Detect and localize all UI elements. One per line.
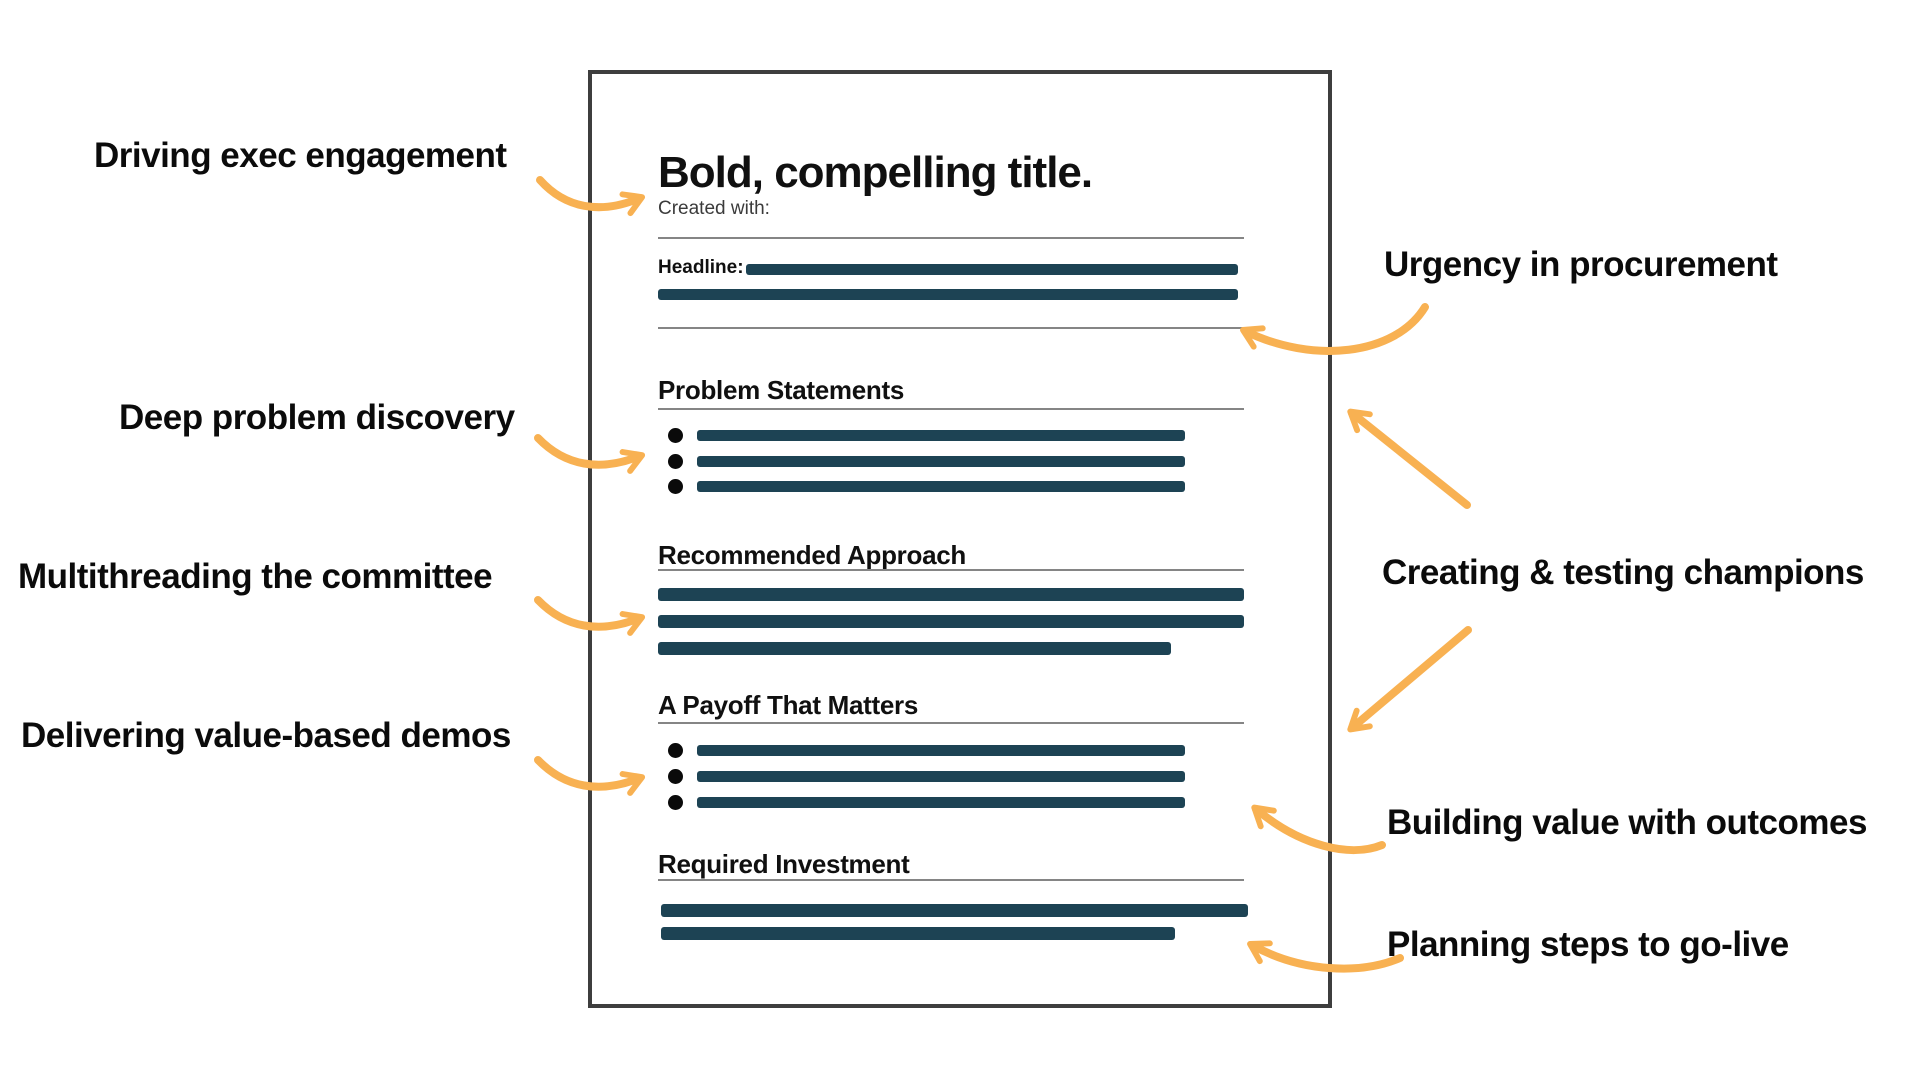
callout-creating-testing-champions: Creating & testing champions	[1382, 553, 1864, 592]
callout-delivering-value-based-demos: Delivering value-based demos	[21, 716, 511, 755]
bullet-dot	[668, 743, 683, 758]
section-title-a-payoff-that-matters: A Payoff That Matters	[658, 690, 918, 720]
divider	[658, 879, 1244, 881]
bullet-dot	[668, 795, 683, 810]
divider	[658, 722, 1244, 724]
section-title-problem-statements: Problem Statements	[658, 375, 905, 405]
callout-driving-exec-engagement: Driving exec engagement	[94, 136, 507, 175]
redacted-text-bar	[658, 642, 1171, 655]
arrow-champions-to-payoff	[1347, 626, 1472, 733]
redacted-text-bar	[658, 588, 1244, 601]
headline-label: Headline:	[658, 257, 744, 278]
redacted-text-bar	[661, 904, 1248, 917]
divider	[658, 569, 1244, 571]
callout-building-value-with-outcomes: Building value with outcomes	[1387, 803, 1867, 842]
document-content: Bold, compelling title. Created with: He…	[592, 74, 1328, 1004]
section-title-recommended-approach: Recommended Approach	[658, 540, 966, 570]
redacted-text-bar	[697, 481, 1185, 492]
document-title: Bold, compelling title.	[658, 148, 1093, 197]
callout-planning-steps-to-go-live: Planning steps to go-live	[1387, 925, 1789, 964]
redacted-text-bar	[746, 264, 1238, 275]
callout-urgency-in-procurement: Urgency in procurement	[1384, 245, 1778, 284]
callout-deep-problem-discovery: Deep problem discovery	[119, 398, 515, 437]
arrow-champions-to-problem-statements	[1347, 408, 1471, 509]
bullet-dot	[668, 454, 683, 469]
bullet-dot	[668, 479, 683, 494]
divider	[658, 408, 1244, 410]
bullet-dot	[668, 769, 683, 784]
redacted-text-bar	[697, 745, 1185, 756]
redacted-text-bar	[658, 615, 1244, 628]
created-with-label: Created with:	[658, 198, 770, 219]
divider	[658, 237, 1244, 239]
bullet-dot	[668, 428, 683, 443]
redacted-text-bar	[661, 927, 1175, 940]
redacted-text-bar	[697, 456, 1185, 467]
callout-multithreading-the-committee: Multithreading the committee	[18, 557, 493, 596]
document-page: Bold, compelling title. Created with: He…	[588, 70, 1332, 1008]
redacted-text-bar	[697, 771, 1185, 782]
divider	[658, 327, 1244, 329]
redacted-text-bar	[697, 797, 1185, 808]
redacted-text-bar	[697, 430, 1185, 441]
redacted-text-bar	[658, 289, 1238, 300]
section-title-required-investment: Required Investment	[658, 849, 910, 879]
